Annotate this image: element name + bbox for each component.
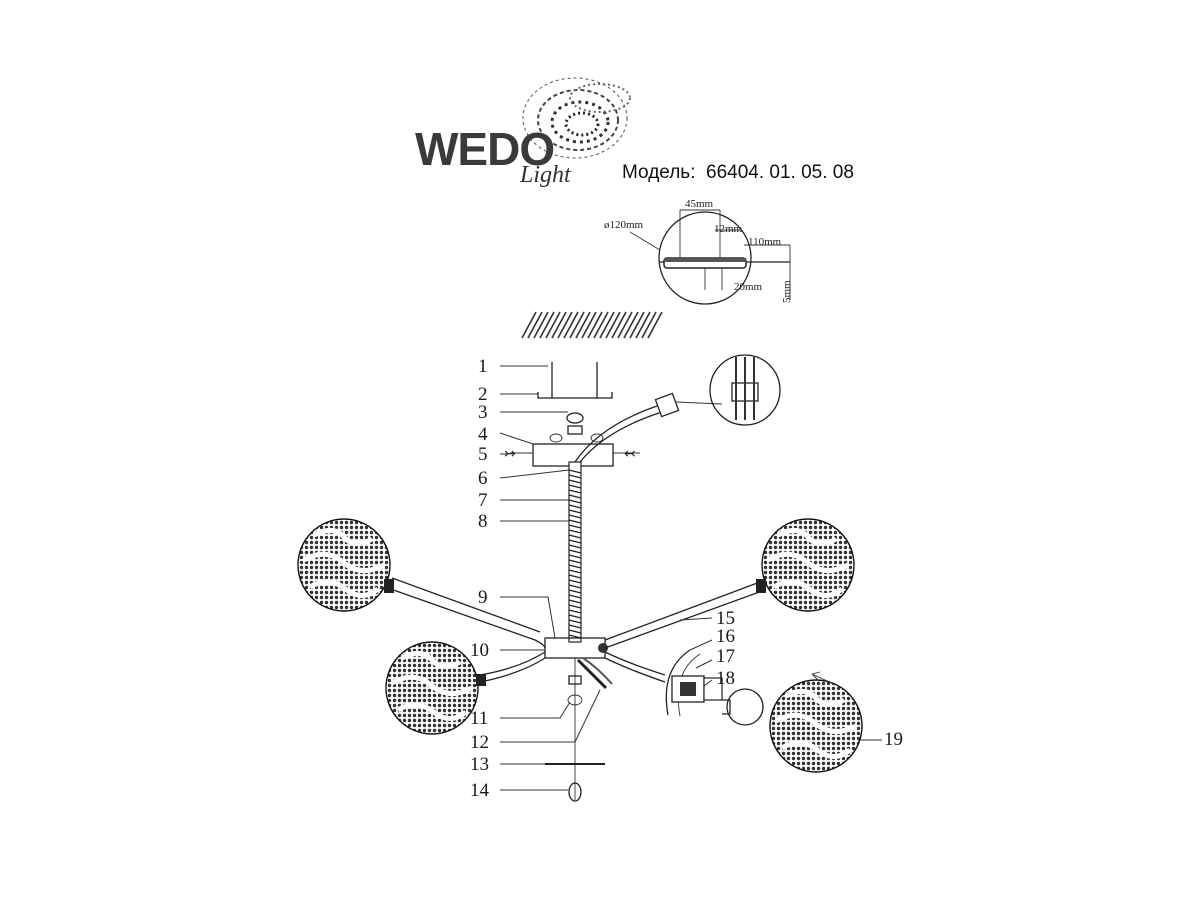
socket-bulb-assembly (665, 649, 839, 726)
part-number-13: 13 (470, 754, 489, 775)
dim-diameter: ø120mm (604, 219, 644, 231)
part-number-4: 4 (478, 424, 488, 445)
globe-lower-right (769, 679, 863, 773)
globe-upper-left (297, 518, 394, 612)
dim-5: 5mm (781, 280, 793, 303)
part-number-3: 3 (478, 402, 488, 423)
model-label: Модель: (622, 162, 695, 183)
screw-right-icon: ↢ (624, 447, 636, 462)
part-number-6: 6 (478, 468, 488, 489)
part-number-19: 19 (884, 729, 903, 750)
dim-45: 45mm (685, 198, 714, 210)
part-number-5: 5 (478, 444, 488, 465)
part-number-12: 12 (470, 732, 489, 753)
part-number-1: 1 (478, 356, 488, 377)
globe-lower-left (385, 641, 486, 735)
dim-110: 110mm (748, 236, 782, 248)
part-number-16: 16 (716, 626, 735, 647)
part-number-8: 8 (478, 511, 488, 532)
brand-logo: WEDO Light Модель: 66404. 01. 05. 08 (415, 77, 854, 188)
part-number-18: 18 (716, 668, 735, 689)
logo-swirl-icon (522, 77, 631, 159)
dim-20: 20mm (734, 281, 763, 293)
part-number-15: 15 (716, 608, 735, 629)
bulb-icon (726, 688, 764, 726)
part-number-9: 9 (478, 587, 488, 608)
ceiling-hatch (521, 311, 663, 339)
leader-lines (499, 365, 882, 791)
part-number-14: 14 (470, 780, 490, 801)
center-assembly: ↣ ↢ (504, 354, 781, 802)
part-number-7: 7 (478, 490, 488, 511)
dim-12: 12mm (714, 223, 743, 235)
part-number-17: 17 (716, 646, 735, 667)
part-number-2: 2 (478, 384, 488, 405)
model-number: 66404. 01. 05. 08 (706, 162, 854, 183)
mount-detail: ø120mm 45mm 12mm 110mm 20mm 5mm (604, 198, 793, 305)
brand-name: WEDO (415, 123, 554, 175)
globe-upper-right (756, 518, 855, 612)
part-number-11: 11 (470, 708, 488, 729)
brand-script: Light (519, 162, 572, 188)
arms (384, 577, 766, 683)
part-number-10: 10 (470, 640, 489, 661)
